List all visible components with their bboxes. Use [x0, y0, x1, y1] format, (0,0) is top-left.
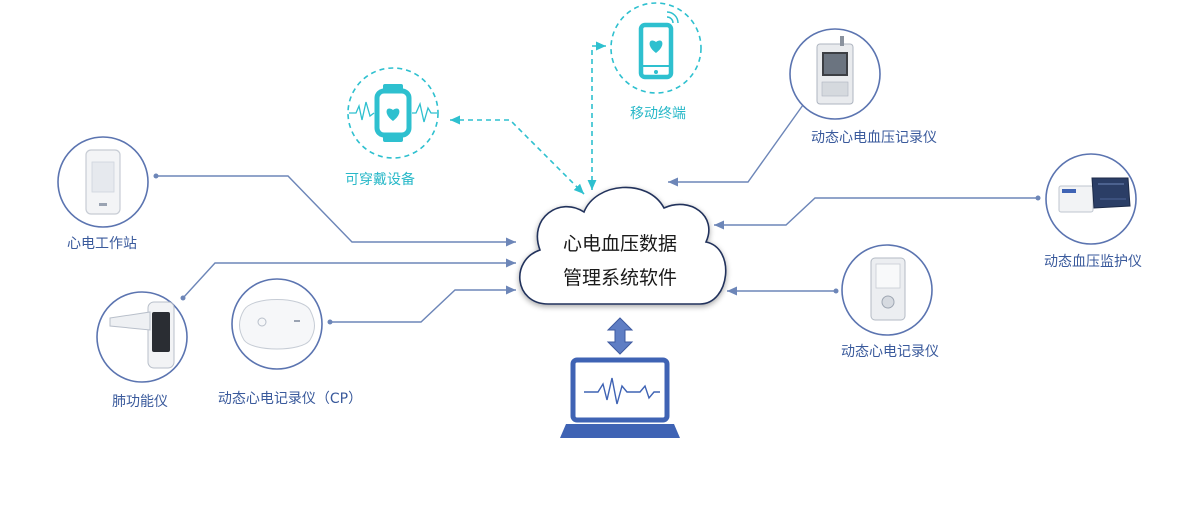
- connector-ecg-cp: [330, 285, 516, 323]
- ambulatory-ecg-node: [841, 244, 933, 336]
- cloud-server: [518, 186, 727, 305]
- connector-mobile: [587, 41, 606, 190]
- label-ambulatory-bp: 动态血压监护仪: [1044, 254, 1142, 270]
- wearable-node: [347, 67, 439, 159]
- center-title-line1: 心电血压数据: [563, 233, 677, 255]
- connectors: [153, 97, 1041, 325]
- label-ecg-workstation: 心电工作站: [67, 236, 137, 252]
- label-wearable: 可穿戴设备: [345, 171, 415, 188]
- laptop-icon: [560, 357, 680, 438]
- ambulatory-ecg-cp-node: [231, 278, 323, 370]
- label-ambulatory-ecg-bp: 动态心电血压记录仪: [811, 130, 937, 146]
- bidirectional-arrow-icon: [606, 317, 634, 355]
- connector-spirometer: [182, 258, 516, 299]
- ecg-workstation-node: [57, 136, 149, 228]
- smartwatch-icon: [349, 84, 437, 142]
- wireless-connectors: [450, 41, 606, 195]
- spirometer-node: [96, 291, 188, 383]
- connector-ambulatory-bp: [714, 197, 1038, 230]
- connector-ecg-workstation: [156, 175, 516, 247]
- label-ambulatory-ecg-cp: 动态心电记录仪（CP）: [218, 391, 362, 407]
- ambulatory-bp-node: [1045, 153, 1137, 245]
- smartphone-icon: [638, 11, 679, 80]
- connector-wearable: [450, 115, 585, 195]
- label-mobile-terminal: 移动终端: [630, 106, 686, 122]
- label-spirometer: 肺功能仪: [112, 394, 168, 410]
- mobile-terminal-node: [610, 2, 702, 94]
- ambulatory-ecg-bp-node: [789, 28, 881, 120]
- label-ambulatory-ecg: 动态心电记录仪: [841, 344, 939, 360]
- connector-ambulatory-ecg-bp: [668, 97, 809, 187]
- center-title-line2: 管理系统软件: [563, 267, 677, 289]
